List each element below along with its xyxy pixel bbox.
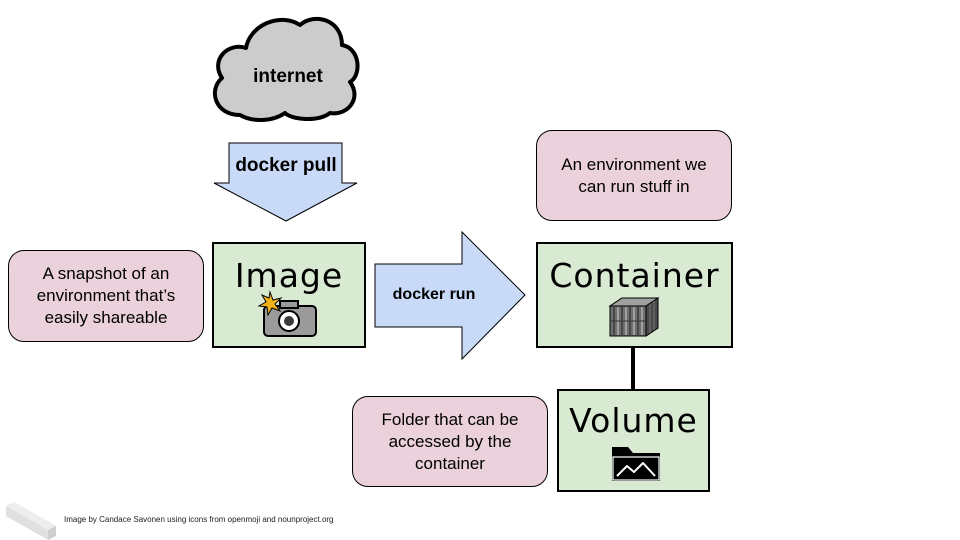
container-title: Container	[549, 256, 720, 295]
container-box: Container	[536, 242, 733, 348]
image-box: Image	[212, 242, 366, 348]
container-volume-connector	[631, 347, 635, 389]
container-note: An environment we can run stuff in	[536, 130, 732, 221]
image-note-text: A snapshot of an environment that’s easi…	[36, 264, 176, 327]
docker-run-label: docker run	[392, 286, 476, 303]
cloud-label: internet	[253, 66, 323, 87]
image-folder-icon	[612, 447, 660, 481]
docker-pull-label: docker pull	[235, 155, 337, 176]
image-note: A snapshot of an environment that’s easi…	[8, 250, 204, 342]
container-note-text: An environment we can run stuff in	[561, 154, 707, 196]
volume-note: Folder that can be accessed by the conta…	[352, 396, 548, 487]
image-credit: Image by Candace Savonen using icons fro…	[64, 515, 334, 524]
image-title: Image	[234, 256, 344, 295]
shipping-container-icon	[608, 297, 660, 337]
volume-title: Volume	[569, 401, 698, 440]
camera-flash-icon	[257, 290, 317, 337]
volume-box: Volume	[557, 389, 710, 492]
volume-note-text: Folder that can be accessed by the conta…	[381, 409, 519, 473]
logo-icon	[6, 502, 56, 540]
